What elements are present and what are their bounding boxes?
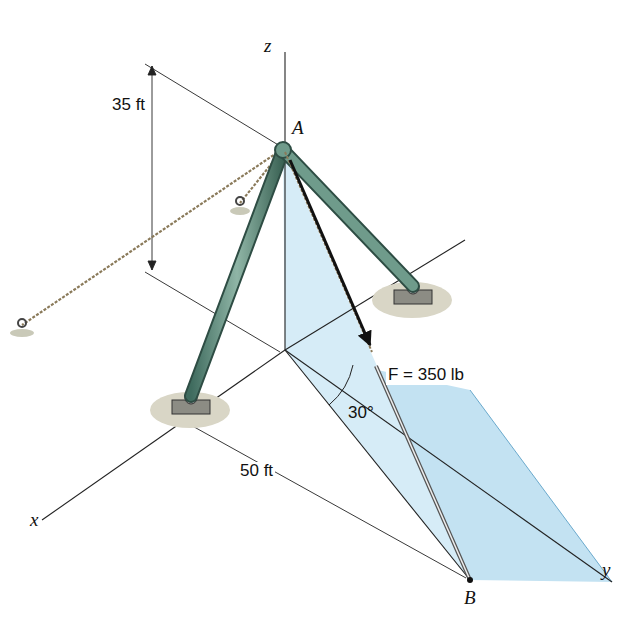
axes xyxy=(42,52,612,582)
point-label: B xyxy=(462,588,478,609)
axis-label: y xyxy=(600,560,612,581)
point-label: A xyxy=(290,118,306,139)
rope-rod xyxy=(376,366,470,580)
pin-supports xyxy=(150,282,452,428)
length-dimension xyxy=(172,398,466,578)
dimension-label: 50 ft xyxy=(238,462,275,481)
angle-arc xyxy=(329,365,353,405)
axis-label: x xyxy=(28,510,40,531)
tripod-legs xyxy=(191,142,413,396)
vertical-plane xyxy=(283,150,470,580)
force-label: F = 350 lb xyxy=(386,366,466,385)
force-arrow xyxy=(290,160,370,345)
guy-cables xyxy=(22,150,281,325)
dimension-label: 35 ft xyxy=(110,96,147,115)
rope xyxy=(285,152,372,352)
angle-label: 30° xyxy=(346,404,376,423)
anchor-rings xyxy=(18,197,244,327)
axis-label: z xyxy=(262,36,273,57)
